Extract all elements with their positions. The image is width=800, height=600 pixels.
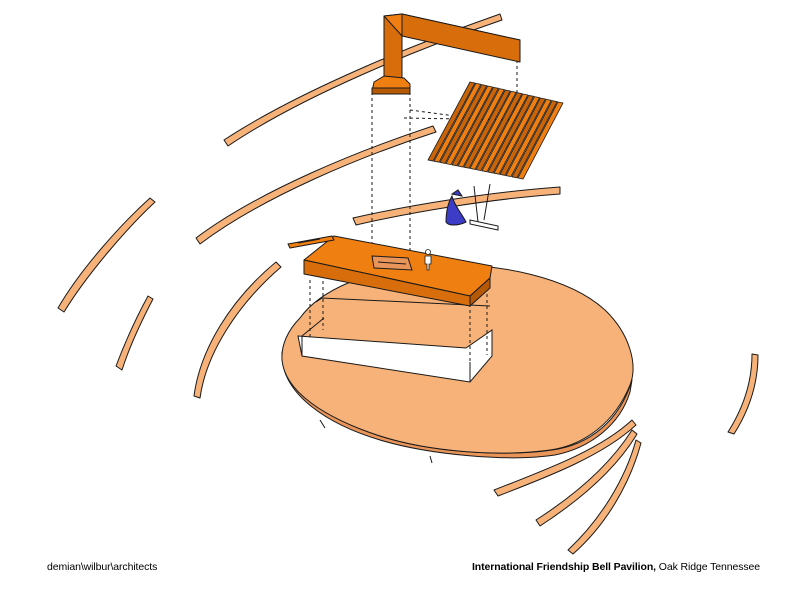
circular-platform xyxy=(281,264,634,464)
louver-fin xyxy=(469,90,517,170)
louver-fin xyxy=(505,98,552,178)
louver-fin xyxy=(457,88,505,168)
curved-ribs xyxy=(57,13,759,555)
louver-fin xyxy=(487,94,535,174)
architect-credit: demian\wilbur\architects xyxy=(47,561,158,573)
person-figure-icon xyxy=(424,249,432,271)
drawing-title: International Friendship Bell Pavilion, … xyxy=(472,561,760,573)
rib-arc-1 xyxy=(223,13,503,147)
rib-arc-5 xyxy=(115,295,154,371)
project-location: Oak Ridge Tennessee xyxy=(655,561,760,573)
rib-arc-9 xyxy=(535,429,638,527)
project-name: International Friendship Bell Pavilion, xyxy=(471,561,656,573)
louver-fin xyxy=(493,96,541,175)
rib-arc-6 xyxy=(193,261,282,399)
deck-slab xyxy=(287,235,493,307)
rib-arc-10 xyxy=(567,439,642,555)
rib-arc-7 xyxy=(727,353,759,435)
louver-fin xyxy=(451,86,500,167)
louver-fin xyxy=(475,92,523,172)
louver-fin xyxy=(439,84,488,164)
louver-fin xyxy=(463,89,511,169)
rib-arc-4 xyxy=(57,197,156,313)
roof-frame xyxy=(371,13,521,95)
louver-fin xyxy=(511,100,558,179)
louver-panel xyxy=(427,81,564,180)
louver-fin xyxy=(427,81,476,162)
louver-fin xyxy=(445,85,494,166)
louver-fin xyxy=(499,97,547,176)
rib-arc-2 xyxy=(195,125,437,245)
louver-fin xyxy=(481,93,529,173)
louver-fin xyxy=(517,101,564,180)
rib-arc-8 xyxy=(493,419,637,497)
rib-arc-3 xyxy=(352,186,561,226)
louver-fin xyxy=(433,82,482,163)
bell-icon xyxy=(445,183,499,231)
